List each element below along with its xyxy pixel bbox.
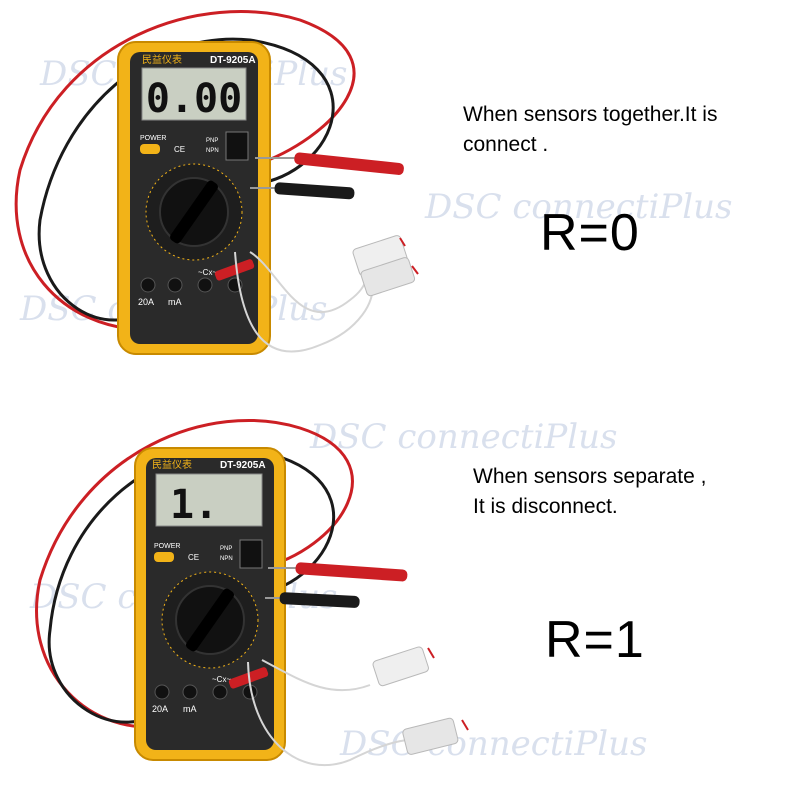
power-label: POWER — [154, 543, 180, 550]
black-probe — [250, 182, 355, 200]
dial-pointer — [170, 180, 218, 244]
resistance-formula: R=0 — [540, 204, 640, 262]
red-lead-wire — [14, 10, 356, 332]
transistor-socket — [239, 539, 263, 569]
red-probe — [268, 562, 408, 582]
power-button[interactable] — [140, 144, 160, 154]
port-label-ma: mA — [168, 297, 182, 307]
caption-together: When sensors together.It is connect . — [463, 100, 717, 160]
dial-pointer — [186, 588, 234, 652]
panel-together: DSC connectiPlus DSC connectiPlus DSC co… — [14, 10, 732, 355]
caption-line: When sensors together.It is — [463, 103, 718, 126]
port-label-ma: mA — [183, 704, 197, 714]
caption-separate: When sensors separate , It is disconnect… — [473, 462, 706, 522]
magnet-part-separated — [402, 717, 469, 755]
caption-line: connect . — [463, 133, 549, 156]
port-label-20a: 20A — [138, 297, 154, 307]
multimeter: 民益仪表 DT-9205A 1. POWER CE PNP NPN 20A mA… — [134, 447, 286, 761]
magnetic-sensor-pair-together — [352, 235, 419, 297]
watermark: DSC connectiPlus — [309, 417, 617, 457]
multimeter-scene-separate: DSC connectiPlus DSC connectiPlus DSC co… — [29, 417, 647, 766]
lcd-reading: 1. — [170, 482, 218, 528]
npn-label: NPN — [220, 556, 233, 562]
red-probe — [255, 152, 404, 175]
port-20a[interactable] — [154, 684, 170, 700]
npn-label: NPN — [206, 148, 219, 154]
port-ma[interactable] — [182, 684, 198, 700]
ce-mark: CE — [188, 553, 199, 562]
resistance-formula: R=1 — [545, 611, 645, 669]
lcd-screen — [155, 473, 263, 527]
brand-label: 民益仪表 — [152, 458, 192, 471]
red-plug — [214, 259, 255, 281]
power-label: POWER — [140, 135, 166, 142]
port-20a[interactable] — [140, 277, 156, 293]
pnp-label: PNP — [206, 138, 218, 144]
brand-label: 民益仪表 — [142, 53, 182, 66]
sensor-wire — [247, 661, 411, 766]
black-probe — [265, 592, 360, 608]
caption-line: It is disconnect. — [473, 495, 618, 518]
model-label: DT-9205A — [220, 460, 266, 471]
caption-line: When sensors separate , — [473, 465, 707, 488]
port-com[interactable] — [212, 684, 228, 700]
multimeter: 民益仪表 DT-9205A 0.00 POWER CE PNP NPN 20A … — [117, 41, 271, 355]
port-ma[interactable] — [167, 277, 183, 293]
transistor-socket — [225, 131, 249, 161]
power-button[interactable] — [154, 552, 174, 562]
lcd-screen — [141, 67, 247, 121]
sensor-wire — [234, 251, 374, 353]
model-label: DT-9205A — [210, 55, 256, 66]
sensor-wire — [261, 659, 371, 692]
pnp-label: PNP — [220, 546, 232, 552]
lcd-reading: 0.00 — [146, 76, 242, 122]
port-com[interactable] — [197, 277, 213, 293]
port-label-cx: ~Cx~ — [212, 675, 231, 684]
magnetic-sensor-separated — [372, 646, 435, 687]
ce-mark: CE — [174, 145, 185, 154]
port-label-20a: 20A — [152, 704, 168, 714]
watermark: DSC connectiPlus — [424, 187, 732, 227]
port-label-cx: ~Cx~ — [198, 268, 217, 277]
multimeter-scene-together: DSC connectiPlus DSC connectiPlus DSC co… — [14, 10, 732, 355]
panel-separate: DSC connectiPlus DSC connectiPlus DSC co… — [0, 400, 800, 800]
